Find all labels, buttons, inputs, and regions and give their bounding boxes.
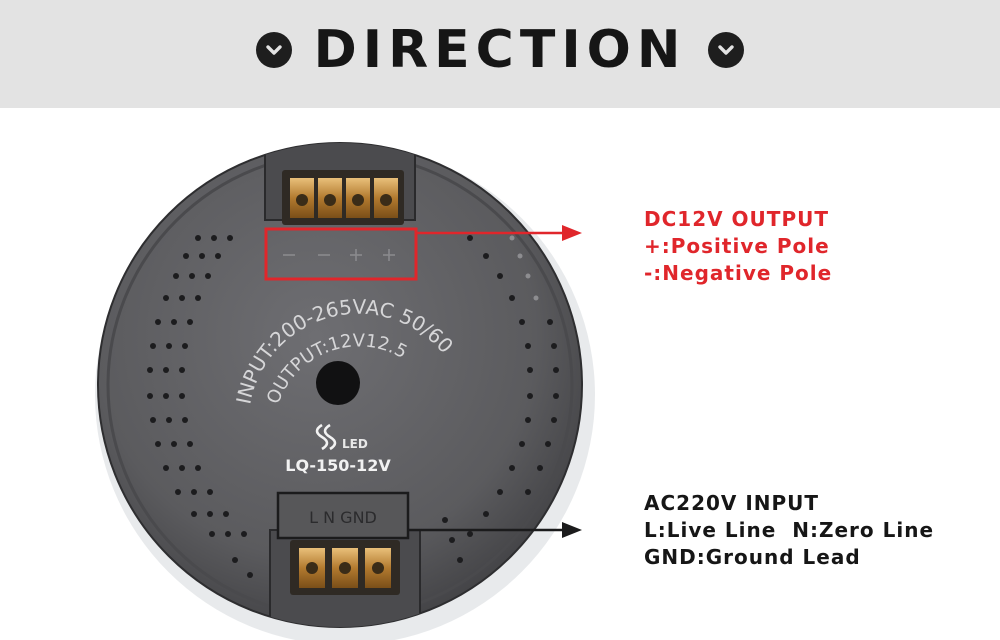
ac-terminal-block	[290, 540, 400, 595]
device-brand: LED	[342, 437, 368, 451]
header-title-row: DIRECTION	[0, 0, 1000, 100]
dc-negative-pole: -:Negative Pole	[644, 261, 833, 285]
chevron-down-icon	[255, 32, 292, 68]
dc-output-note: DC12V OUTPUT +:Positive Pole -:Negative …	[644, 206, 832, 287]
ac-input-note: AC220V INPUT L:Live Line N:Zero Line GND…	[644, 490, 934, 571]
ac-input-arrow	[408, 522, 582, 538]
dc-terminal-block	[282, 170, 404, 225]
ac-ground-lead: GND:Ground Lead	[644, 545, 861, 569]
ac-highlight-box	[276, 491, 410, 540]
mounting-hole	[316, 361, 360, 405]
dc-highlight-box	[264, 227, 418, 281]
chevron-down-icon	[708, 32, 745, 68]
vent-holes	[147, 235, 559, 578]
header-band: DIRECTION	[0, 0, 1000, 108]
ac-live-zero-line: L:Live Line N:Zero Line	[644, 518, 935, 542]
dc-output-arrow	[416, 225, 582, 241]
device-model: LQ-150-12V	[285, 456, 391, 475]
dc-positive-pole: +:Positive Pole	[644, 234, 830, 258]
page-title: DIRECTION	[313, 20, 687, 80]
dc-output-title: DC12V OUTPUT	[644, 207, 829, 231]
device-photo: INPUT:200-265VAC 50/60Hz OUTPUT:12V12.5A…	[0, 108, 595, 640]
terminal-label: L N GND	[309, 508, 377, 527]
ac-input-title: AC220V INPUT	[644, 491, 820, 515]
brand-logo-icon	[315, 423, 337, 451]
